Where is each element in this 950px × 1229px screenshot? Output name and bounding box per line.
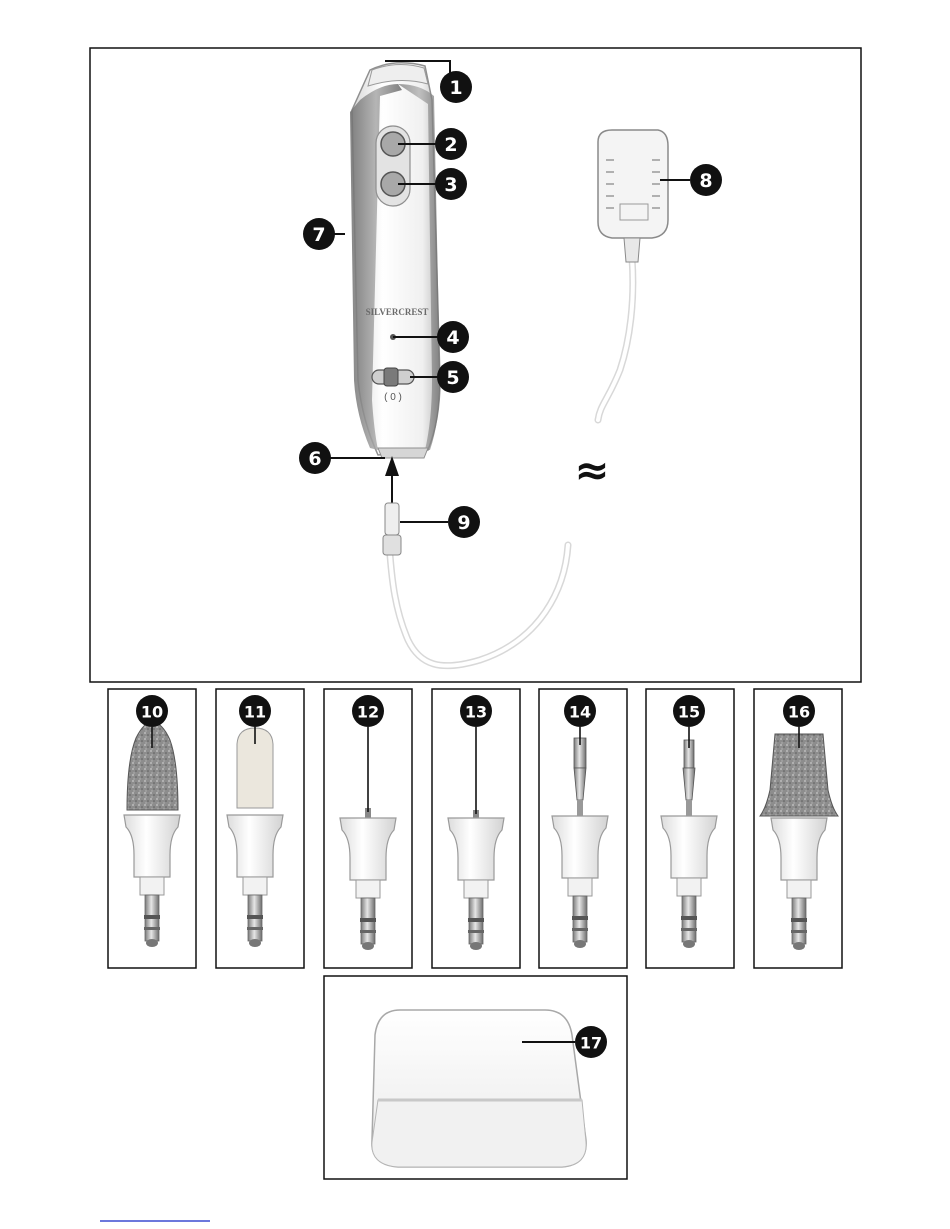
accessory-12-mandrel bbox=[340, 808, 396, 950]
label-badge-15: 15 bbox=[673, 695, 705, 727]
label-badge-14: 14 bbox=[564, 695, 596, 727]
svg-text:12: 12 bbox=[357, 703, 379, 722]
label-badge-11: 11 bbox=[239, 695, 271, 727]
label-badge-17: 17 bbox=[575, 1026, 607, 1058]
switch-marks: ( 0 ) bbox=[384, 392, 402, 403]
label-badge-8: 8 bbox=[690, 164, 722, 196]
svg-text:16: 16 bbox=[788, 703, 810, 722]
svg-text:17: 17 bbox=[580, 1034, 602, 1053]
svg-text:10: 10 bbox=[141, 703, 163, 722]
label-badge-4: 4 bbox=[437, 321, 469, 353]
pedicure-device: SILVERCREST ( 0 ) bbox=[350, 63, 440, 458]
label-badge-16: 16 bbox=[783, 695, 815, 727]
label-badge-12: 12 bbox=[352, 695, 384, 727]
svg-text:14: 14 bbox=[569, 703, 591, 722]
insert-arrow bbox=[385, 456, 399, 476]
svg-text:6: 6 bbox=[308, 448, 321, 470]
cable-break-symbol: ≈ bbox=[574, 446, 609, 495]
label-badge-7: 7 bbox=[303, 218, 335, 250]
power-cable-lower bbox=[390, 545, 568, 666]
main-device-frame bbox=[90, 48, 861, 682]
svg-text:9: 9 bbox=[457, 512, 470, 534]
svg-text:7: 7 bbox=[312, 224, 325, 246]
label-badge-13: 13 bbox=[460, 695, 492, 727]
device-brand: SILVERCREST bbox=[366, 307, 429, 317]
label-badge-1: 1 bbox=[440, 71, 472, 103]
svg-text:13: 13 bbox=[465, 703, 487, 722]
label-badge-9: 9 bbox=[448, 506, 480, 538]
label-badge-2: 2 bbox=[435, 128, 467, 160]
label-badge-10: 10 bbox=[136, 695, 168, 727]
svg-text:8: 8 bbox=[699, 170, 712, 192]
device-plug bbox=[383, 503, 401, 555]
storage-case bbox=[372, 1010, 586, 1167]
accessory-14-cylinder-bit bbox=[552, 738, 608, 948]
svg-text:2: 2 bbox=[444, 134, 457, 156]
label-badge-3: 3 bbox=[435, 168, 467, 200]
svg-text:15: 15 bbox=[678, 703, 700, 722]
label-badge-5: 5 bbox=[437, 361, 469, 393]
accessory-13-mandrel bbox=[448, 810, 504, 950]
svg-text:5: 5 bbox=[446, 367, 459, 389]
accessory-15-cone-bit bbox=[661, 740, 717, 948]
accessory-16-large-stone bbox=[760, 734, 838, 950]
label-badge-6: 6 bbox=[299, 442, 331, 474]
accessory-11-felt-cone bbox=[227, 728, 283, 947]
svg-text:1: 1 bbox=[449, 77, 462, 99]
power-adapter bbox=[598, 130, 668, 262]
svg-text:3: 3 bbox=[444, 174, 457, 196]
svg-text:4: 4 bbox=[446, 327, 459, 349]
svg-text:11: 11 bbox=[244, 703, 266, 722]
accessory-10-cone-stone bbox=[124, 722, 180, 947]
